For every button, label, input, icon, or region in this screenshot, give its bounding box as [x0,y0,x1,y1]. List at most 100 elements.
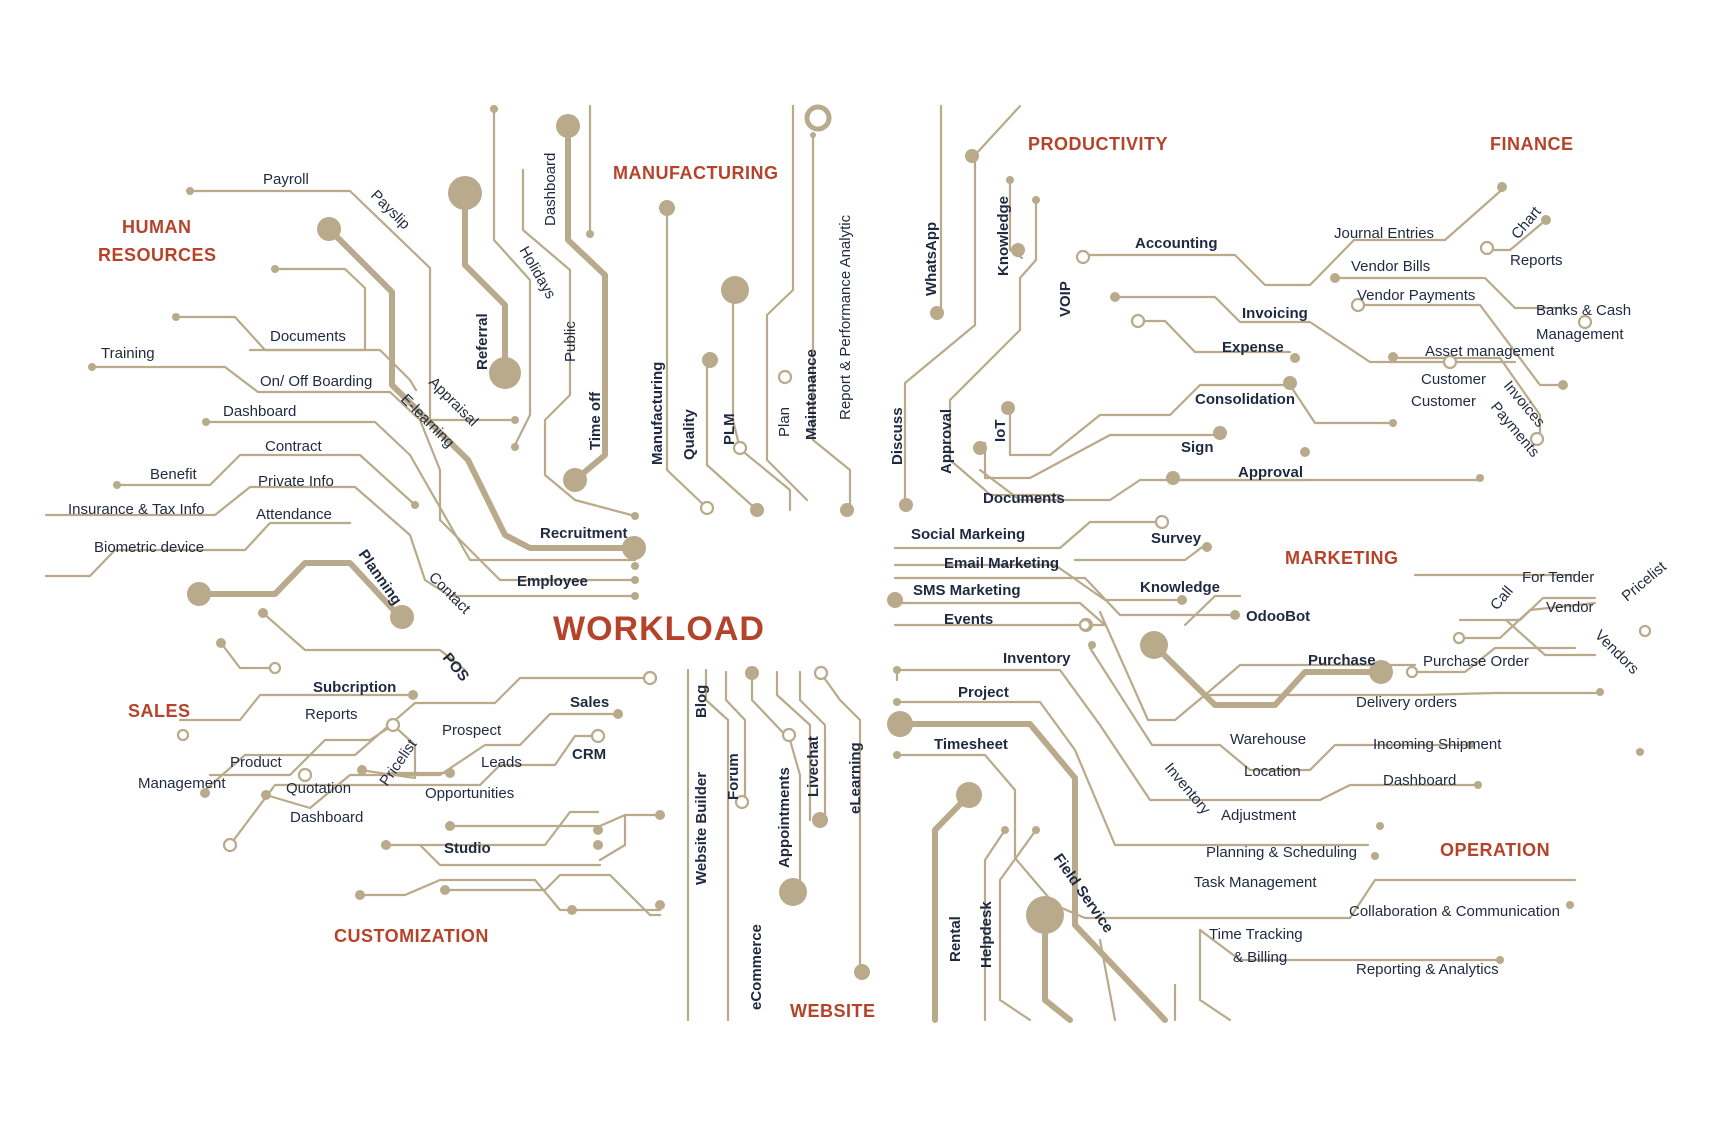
label-training: Training [101,345,155,362]
label-quotation: Quotation [286,780,351,797]
trace [418,810,600,847]
node-ring [699,500,715,516]
category-hr-line1: HUMAN [122,217,192,237]
node-dot [812,812,828,828]
node-dot [586,230,594,238]
label-purchase-order: Purchase Order [1423,653,1529,670]
node-dot [489,357,521,389]
node-ring [804,104,832,132]
label-sales-reports: Reports [305,706,358,723]
label-biometric: Biometric device [94,539,204,556]
category-headings: HUMAN RESOURCES MANUFACTURING PRODUCTIVI… [98,134,1574,1021]
label-knowledge-marketing: Knowledge [1140,579,1220,596]
node-dot [411,501,419,509]
node-dot [390,605,414,629]
label-voip: VOIP [1057,281,1074,317]
trace [903,104,1022,507]
trace [358,878,662,912]
trace [983,828,1007,1022]
label-prospect: Prospect [442,722,502,739]
node-dot [1032,826,1040,834]
node-dot [172,313,180,321]
label-knowledge-prod: Knowledge [995,196,1012,276]
trace [765,104,809,502]
trace [898,668,1482,802]
trace [228,734,600,847]
node-dot [1497,182,1507,192]
label-sales: Sales [570,694,609,711]
node-ring [781,727,797,743]
node-dot [659,200,675,216]
node-ring [1452,631,1466,645]
label-website-builder: Website Builder [693,772,710,885]
node-dot [1496,956,1504,964]
trace [1088,646,1472,772]
trace [811,133,852,512]
node-dot [1283,376,1297,390]
label-for-tender: For Tender [1522,569,1594,586]
node-dot [956,782,982,808]
node-ring [732,440,748,456]
trace [665,206,709,510]
node-dot [593,840,603,850]
node-dot [448,176,482,210]
label-adjustment: Adjustment [1221,807,1297,824]
node-dot [779,878,807,906]
label-call: Call [1487,583,1517,614]
label-product-management-2: Management [138,775,226,792]
node-ring [1577,314,1593,330]
label-planning-scheduling: Planning & Scheduling [1206,844,1357,861]
node-dot [887,592,903,608]
trace [893,576,1237,617]
label-invoicing: Invoicing [1242,305,1308,322]
node-ring [1442,354,1458,370]
node-ring [1130,313,1146,329]
node-dot [200,788,210,798]
trace [1488,218,1548,252]
label-studio: Studio [444,840,491,857]
node-dot [216,638,226,648]
label-journal-entries: Journal Entries [1334,225,1434,242]
trace [1198,928,1232,1022]
node-ring [1075,249,1091,265]
label-time-off: Time off [587,391,604,450]
trace [1338,276,1567,310]
node-ring [590,728,606,744]
node-dot [1110,292,1120,302]
label-forum: Forum [725,753,742,800]
trace [897,721,1168,1023]
node-dot [593,825,603,835]
trace [326,226,638,551]
trace [1183,594,1242,627]
trace [384,843,602,867]
label-social-marketing: Social Markeing [911,526,1025,543]
label-warehouse: Warehouse [1230,731,1306,748]
node-ring [1479,240,1495,256]
node-dot [355,890,365,900]
label-vendors: Vendors [1591,627,1642,678]
node-dot [563,468,587,492]
trace [705,358,759,512]
label-documents: Documents [270,328,346,345]
category-finance: FINANCE [1490,134,1574,154]
label-email-marketing: Email Marketing [944,555,1059,572]
label-pos: POS [439,650,472,685]
trace [1456,601,1597,640]
node-dot [1389,419,1397,427]
label-blog: Blog [693,685,710,718]
label-delivery-orders: Delivery orders [1356,694,1457,711]
node-dot [567,905,577,915]
node-dot [1636,748,1644,756]
trace [1458,596,1597,622]
trace [443,873,662,917]
label-time-tracking: Time Tracking [1209,926,1303,943]
trace [983,433,1225,480]
node-ring [222,837,238,853]
node-dot [750,503,764,517]
node-dot [440,885,450,895]
node-dot [1541,215,1551,225]
node-dot [187,582,211,606]
node-dot [899,498,913,512]
node-dot [655,900,665,910]
trace [1138,319,1292,354]
